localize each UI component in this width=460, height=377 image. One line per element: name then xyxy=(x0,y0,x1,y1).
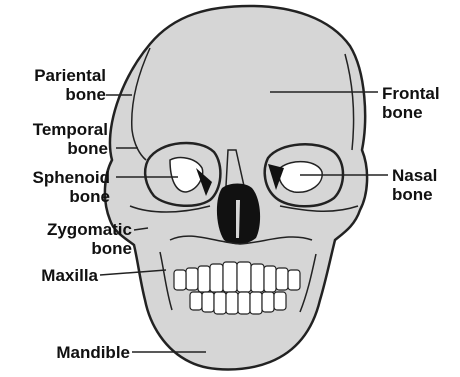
label-frontal-bone: Frontal bone xyxy=(382,84,458,122)
label-sphenoid-bone: Sphenoid bone xyxy=(8,168,110,206)
label-zygomatic-bone: Zygomatic bone xyxy=(6,220,132,258)
label-maxilla: Maxilla xyxy=(14,266,98,285)
label-mandible: Mandible xyxy=(22,343,130,362)
lower-teeth xyxy=(190,292,286,314)
label-parietal-bone: Pariental bone xyxy=(10,66,106,104)
label-temporal-bone: Temporal bone xyxy=(8,120,108,158)
label-nasal-bone: Nasal bone xyxy=(392,166,458,204)
